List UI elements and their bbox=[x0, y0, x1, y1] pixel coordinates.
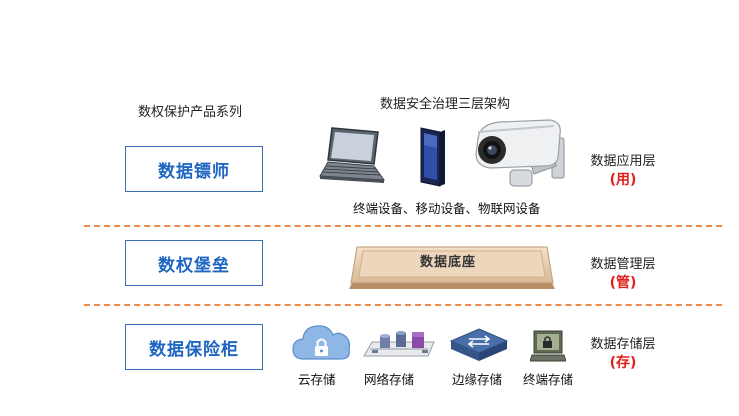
layer-abbr: (用) bbox=[609, 172, 637, 188]
layer-label-management: 数据管理层 (管) bbox=[583, 256, 663, 292]
laptop-icon bbox=[319, 127, 386, 183]
product-box-data-escort: 数据镖师 bbox=[125, 146, 263, 192]
layer-name: 数据存储层 bbox=[590, 337, 656, 352]
architecture-heading: 数据安全治理三层架构 bbox=[380, 97, 511, 112]
storage-caption-terminal: 终端存储 bbox=[523, 372, 574, 387]
network-storage-icon bbox=[363, 331, 435, 357]
device-caption: 终端设备、移动设备、物联网设备 bbox=[353, 201, 541, 216]
storage-caption-edge: 边缘存储 bbox=[452, 372, 503, 387]
layer-name: 数据管理层 bbox=[590, 257, 656, 272]
layer-abbr: (存) bbox=[609, 355, 637, 371]
product-box-data-vault: 数据保险柜 bbox=[125, 324, 263, 370]
layer-label-storage: 数据存储层 (存) bbox=[583, 336, 663, 372]
layer-name: 数据应用层 bbox=[590, 154, 656, 169]
layer-abbr: (管) bbox=[609, 275, 637, 291]
storage-caption-cloud: 云存储 bbox=[298, 372, 336, 387]
product-label: 数权堡垒 bbox=[158, 255, 230, 276]
cloud-lock-icon bbox=[292, 325, 351, 360]
camera-icon bbox=[475, 119, 565, 187]
layer-label-application: 数据应用层 (用) bbox=[583, 153, 663, 189]
data-base-label: 数据底座 bbox=[420, 255, 477, 270]
product-label: 数据保险柜 bbox=[149, 339, 239, 360]
layer-divider-top bbox=[84, 225, 722, 227]
product-box-data-bastion: 数权堡垒 bbox=[125, 240, 263, 286]
data-base-platform-icon bbox=[349, 246, 555, 289]
terminal-storage-icon bbox=[530, 330, 566, 362]
product-series-heading: 数权保护产品系列 bbox=[138, 105, 243, 120]
storage-caption-network: 网络存储 bbox=[364, 372, 415, 387]
product-label: 数据镖师 bbox=[158, 161, 230, 182]
edge-switch-icon bbox=[449, 328, 509, 361]
layer-divider-bottom bbox=[84, 304, 722, 306]
tablet-icon bbox=[420, 127, 445, 187]
